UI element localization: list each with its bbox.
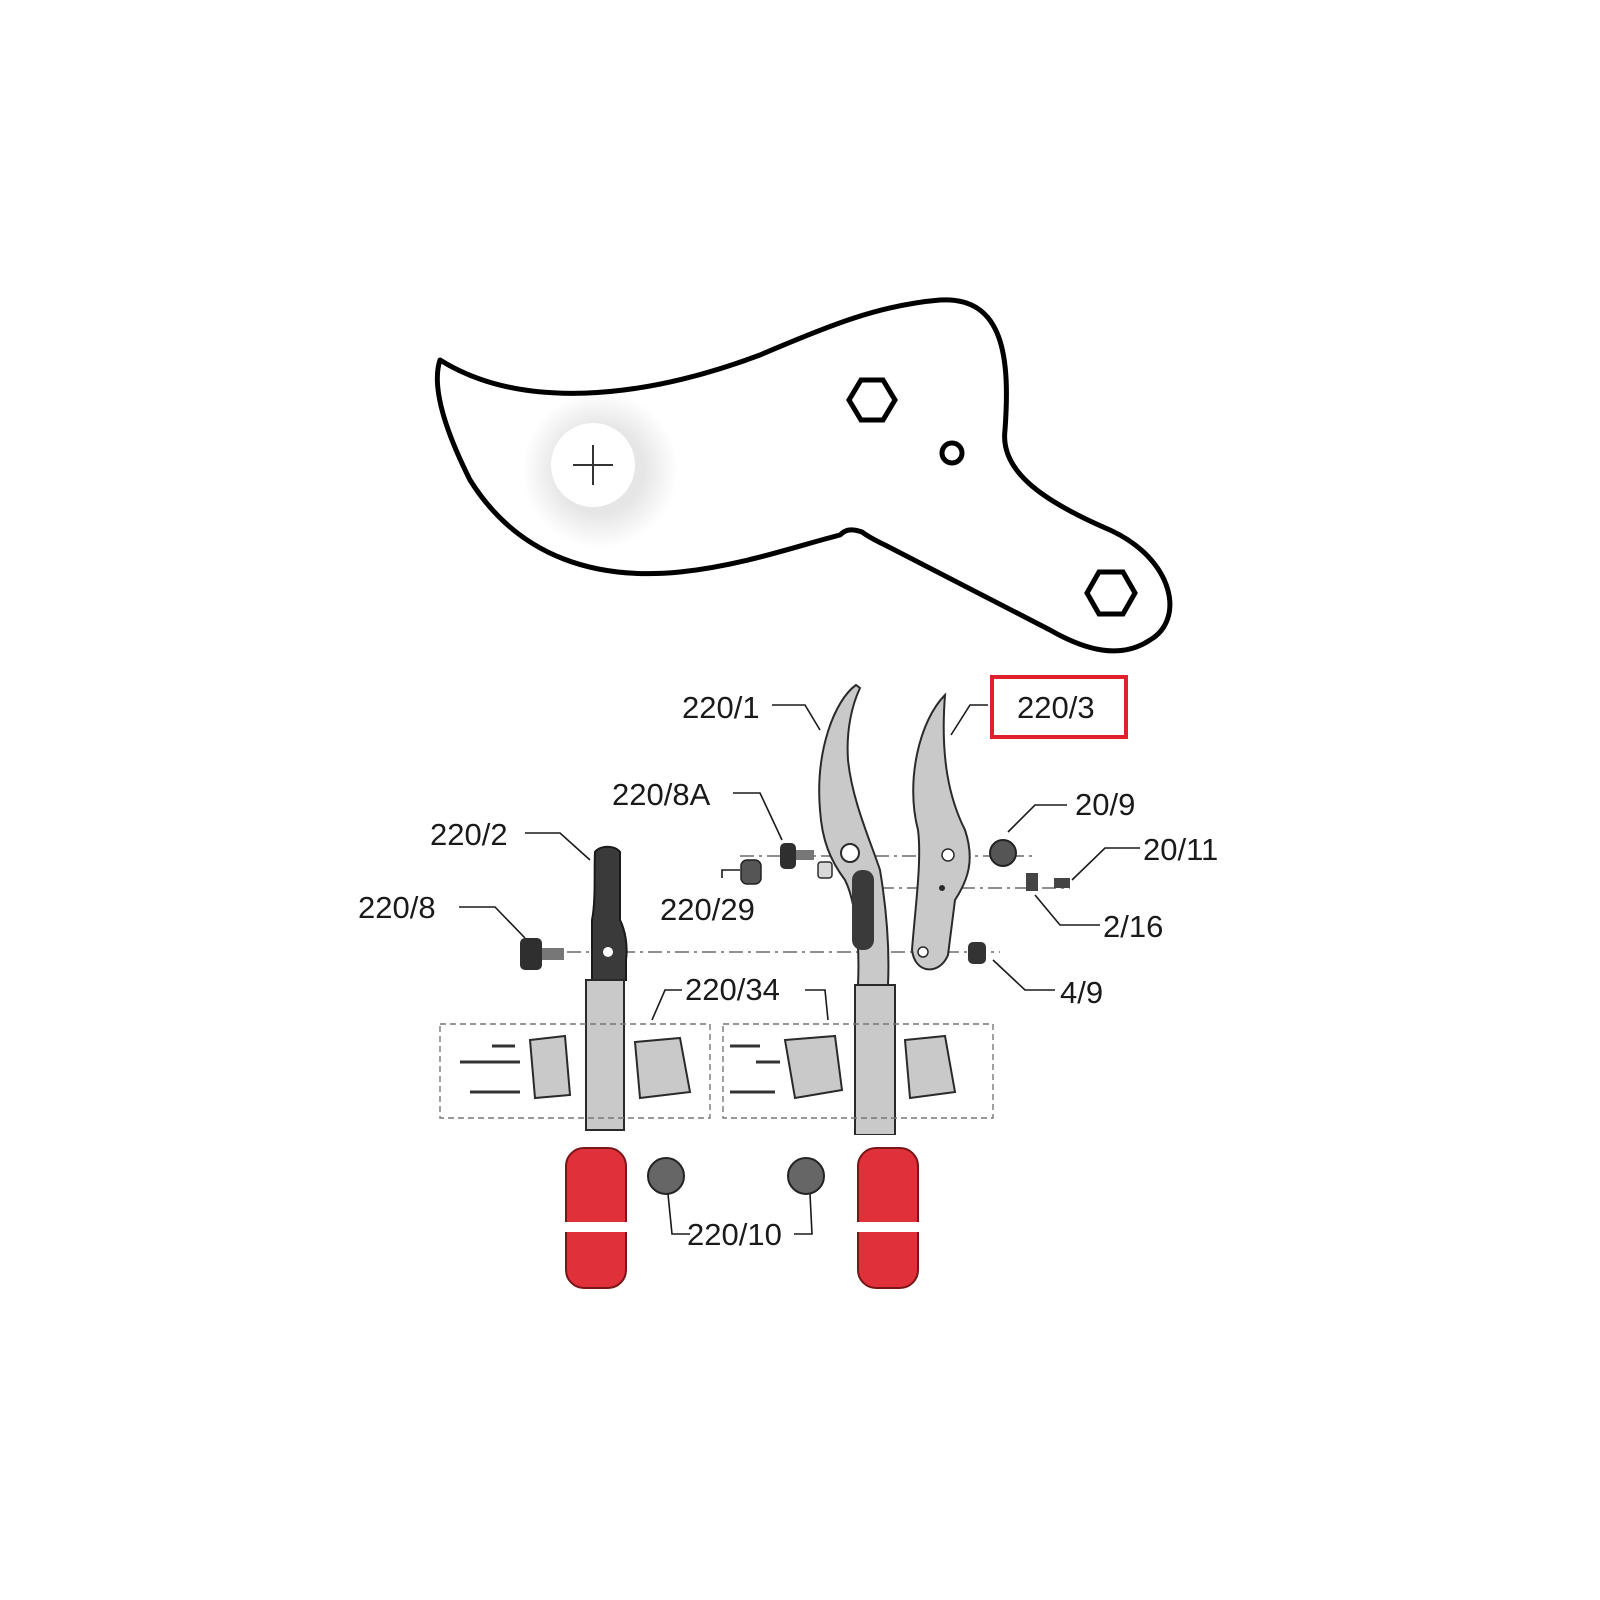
upper-blade-220-1: [817, 683, 890, 986]
leader-lines: [459, 704, 1140, 1235]
label-220-1: 220/1: [682, 690, 760, 725]
zoom-button[interactable]: [522, 392, 678, 548]
label-220-2: 220/2: [430, 817, 508, 852]
bolt-220-8: [520, 938, 542, 970]
label-20-9: 20/9: [1075, 787, 1135, 822]
small-parts: [520, 839, 1070, 1195]
lower-handle-head-220-2: [591, 845, 628, 981]
bolt-220-8A: [780, 843, 796, 869]
nut-4-9: [968, 942, 986, 964]
label-20-11: 20/11: [1143, 832, 1218, 867]
zoom-plus-icon: [573, 445, 613, 485]
handle-hex-hole: [1084, 569, 1138, 617]
highlight-box: [990, 675, 1128, 739]
small-hole: [939, 440, 965, 466]
label-2-16: 2/16: [1103, 909, 1163, 944]
gear-20-9: [989, 839, 1017, 867]
grip-clamp-group-left: [439, 1023, 711, 1119]
label-220-8: 220/8: [358, 890, 436, 925]
grip-clamp-group-right: [722, 1023, 994, 1119]
label-220-3: 220/3: [1017, 690, 1095, 725]
screw-20-11: [1054, 878, 1070, 888]
right-handle: [850, 984, 922, 1289]
nut-220-29: [740, 859, 762, 885]
label-220-29: 220/29: [660, 892, 755, 927]
pivot-hex-hole: [846, 377, 898, 423]
left-handle: [558, 979, 632, 1289]
blade-outline-large: [434, 297, 1173, 654]
part-labels: 220/1 220/3 220/8A 20/9 220/2 20/11 220/…: [358, 690, 1218, 1252]
label-220-8A: 220/8A: [612, 777, 711, 812]
end-cap-right-220-10: [787, 1157, 825, 1195]
label-4-9: 4/9: [1060, 975, 1103, 1010]
label-220-10: 220/10: [687, 1217, 782, 1252]
anvil-blade-220-3: [910, 692, 971, 971]
spring-2-16: [1026, 873, 1038, 891]
end-cap-left-220-10: [647, 1157, 685, 1195]
label-220-34: 220/34: [685, 972, 780, 1007]
